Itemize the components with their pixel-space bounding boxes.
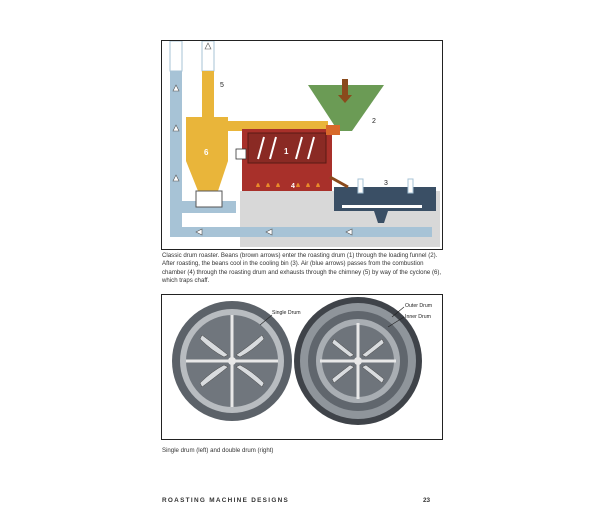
page-number: 23 bbox=[423, 497, 431, 504]
drum-roaster-diagram: 1 2 3 4 5 6 bbox=[169, 41, 440, 247]
bottom-air-duct bbox=[170, 227, 432, 237]
drum-door bbox=[235, 148, 247, 160]
section-title: ROASTING MACHINE DESIGNS bbox=[162, 497, 290, 504]
cyclone bbox=[186, 117, 228, 191]
label-inner-drum: Inner Drum bbox=[405, 314, 431, 320]
bean-arrow-in bbox=[342, 79, 348, 95]
callout-1: 1 bbox=[284, 147, 289, 156]
drum-comparison-diagram: Single Drum Outer Drum Inner Drum bbox=[172, 297, 432, 425]
callout-2: 2 bbox=[372, 118, 376, 125]
drum-comparison-figure: Single Drum Outer Drum Inner Drum bbox=[161, 294, 443, 440]
air-return-duct bbox=[170, 41, 182, 231]
label-outer-drum: Outer Drum bbox=[405, 303, 432, 309]
label-single-drum: Single Drum bbox=[272, 310, 301, 316]
drum-vanes bbox=[257, 136, 315, 160]
burner-flames bbox=[256, 183, 320, 187]
single-drum bbox=[172, 301, 292, 421]
double-drum bbox=[294, 297, 422, 425]
air-flow-arrows bbox=[172, 42, 353, 236]
callout-5: 5 bbox=[220, 82, 224, 89]
callout-4: 4 bbox=[291, 183, 295, 190]
figure-1-caption: Classic drum roaster. Beans (brown arrow… bbox=[162, 252, 442, 285]
drum-roaster-figure: 1 2 3 4 5 6 bbox=[161, 40, 443, 250]
loading-funnel bbox=[308, 85, 384, 131]
callout-3: 3 bbox=[384, 180, 388, 187]
chaff-collector bbox=[195, 190, 223, 208]
exhaust-duct bbox=[228, 121, 328, 131]
figure-2-caption: Single drum (left) and double drum (righ… bbox=[162, 447, 274, 454]
chimney bbox=[202, 71, 214, 126]
label-leaders bbox=[259, 306, 405, 328]
callout-6: 6 bbox=[204, 148, 209, 157]
